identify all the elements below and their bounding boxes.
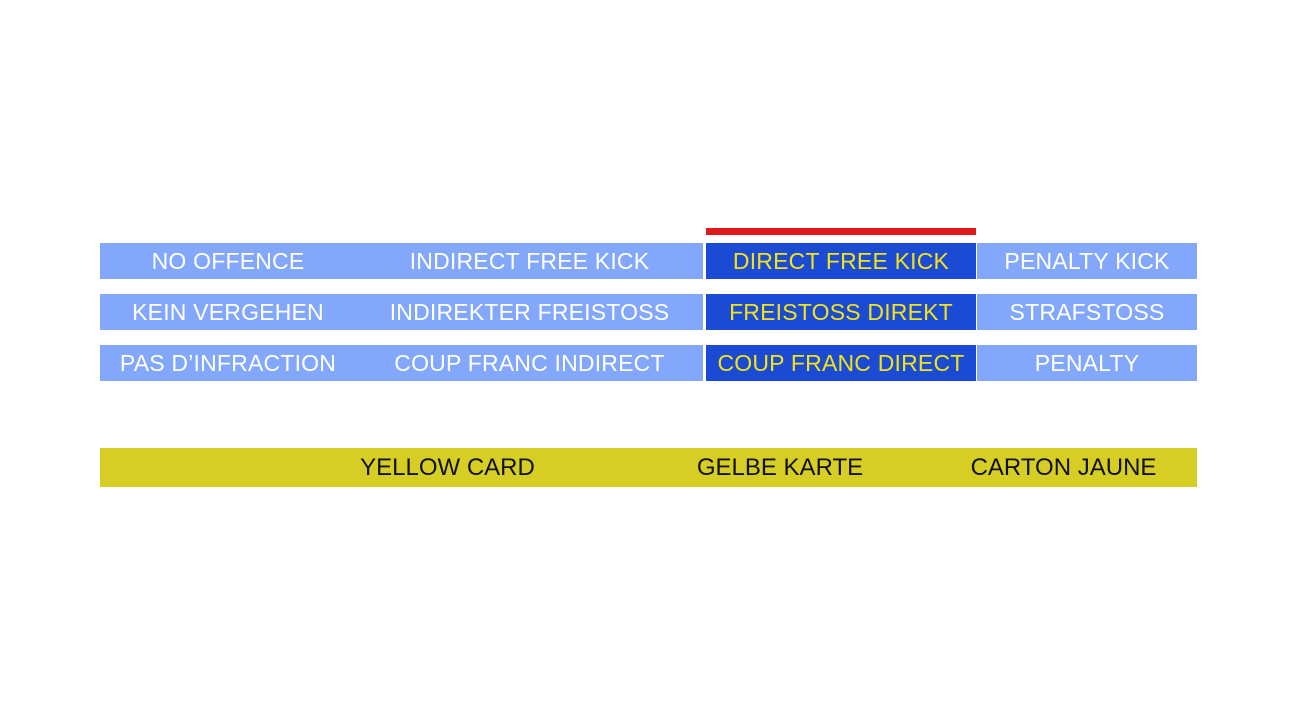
decision-row-english: NO OFFENCE INDIRECT FREE KICK DIRECT FRE… [100, 243, 1197, 279]
cell-no-offence-fr[interactable]: PAS D’INFRACTION [119, 350, 337, 376]
cell-penalty-kick-de[interactable]: STRAFSTOSS [977, 294, 1197, 330]
decision-table: NO OFFENCE INDIRECT FREE KICK DIRECT FRE… [100, 222, 1197, 381]
light-blue-plate [100, 243, 703, 279]
marker-row [100, 222, 1197, 243]
light-blue-plate [100, 294, 703, 330]
red-marker-indicator [706, 228, 976, 235]
cell-indirect-free-kick-fr[interactable]: COUP FRANC INDIRECT [394, 350, 665, 376]
light-blue-plate [100, 345, 703, 381]
cell-no-offence-de[interactable]: KEIN VERGEHEN [132, 299, 324, 325]
cell-indirect-free-kick-de[interactable]: INDIREKTER FREISTOSS [389, 299, 670, 325]
cell-direct-free-kick-fr[interactable]: COUP FRANC DIRECT [706, 345, 976, 381]
yellow-card-label-fr: CARTON JAUNE [970, 454, 1157, 481]
yellow-card-label-en: YELLOW CARD [360, 454, 535, 481]
cell-penalty-kick-fr[interactable]: PENALTY [977, 345, 1197, 381]
cell-penalty-kick-en[interactable]: PENALTY KICK [977, 243, 1197, 279]
cell-no-offence-en[interactable]: NO OFFENCE [151, 248, 305, 274]
yellow-card-label-de: GELBE KARTE [696, 454, 864, 481]
cell-indirect-free-kick-en[interactable]: INDIRECT FREE KICK [409, 248, 650, 274]
decision-row-french: PAS D’INFRACTION COUP FRANC INDIRECT COU… [100, 345, 1197, 381]
yellow-card-bar[interactable]: YELLOW CARD GELBE KARTE CARTON JAUNE [100, 448, 1197, 487]
cell-direct-free-kick-de[interactable]: FREISTOSS DIREKT [706, 294, 976, 330]
decision-row-german: KEIN VERGEHEN INDIREKTER FREISTOSS FREIS… [100, 294, 1197, 330]
cell-direct-free-kick-en[interactable]: DIRECT FREE KICK [706, 243, 976, 279]
